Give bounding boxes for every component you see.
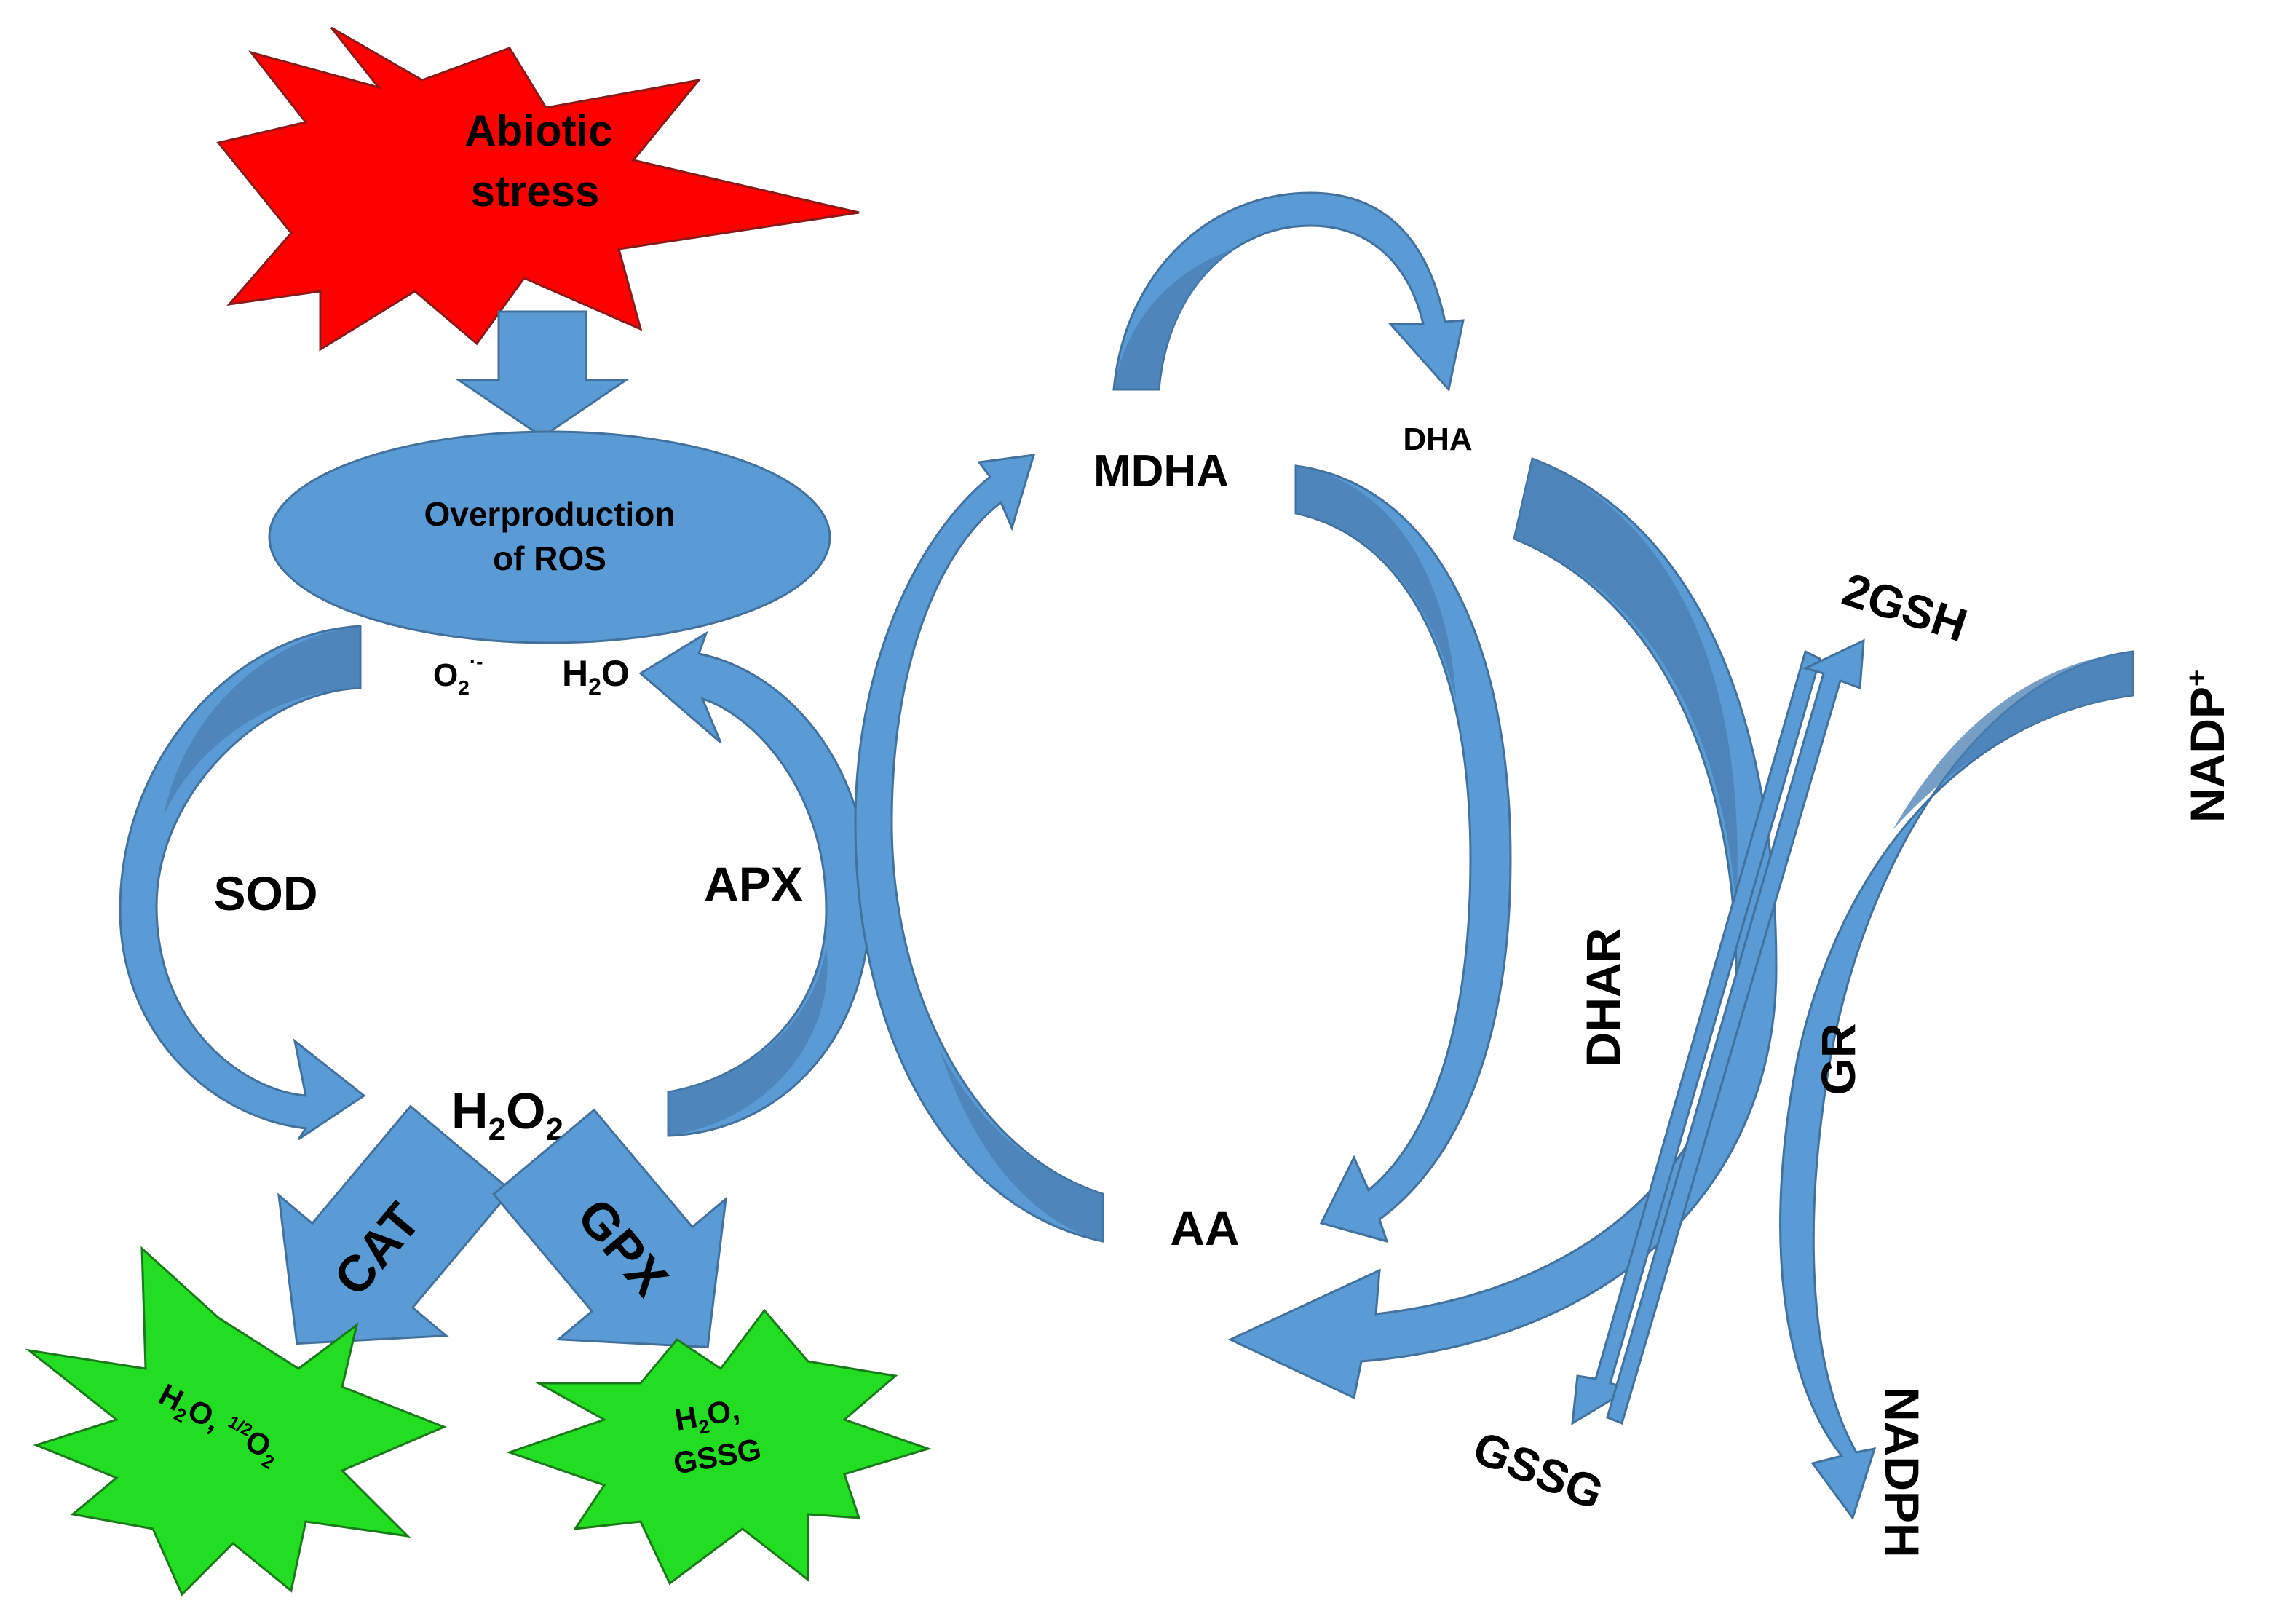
abiotic-stress-burst — [216, 26, 860, 352]
ros-ellipse — [268, 430, 831, 644]
gpx-product-burst — [506, 1308, 932, 1586]
dha-to-aa-arrow — [1227, 456, 1778, 1400]
ros-label-line1: Overproduction — [424, 495, 675, 533]
nadp-to-nadph-arrow — [1779, 650, 2134, 1521]
mdha-to-aa-arrow — [1294, 464, 1512, 1243]
ros-label-line2: of ROS — [493, 539, 606, 577]
superoxide-label: O2·- — [433, 650, 483, 699]
cat-arrow — [277, 1104, 512, 1345]
mdha-to-dha-arrow — [1112, 191, 1465, 392]
sod-label: SOD — [213, 866, 317, 920]
gssg-label: GSSG — [1466, 1421, 1610, 1520]
gsh-label: 2GSH — [1837, 563, 1974, 652]
stress-label-line2: stress — [471, 167, 600, 215]
apx-arrow-shade — [668, 946, 828, 1136]
gr-label: GR — [1811, 1024, 1865, 1096]
gpx-arrow — [492, 1108, 727, 1349]
apx-label: APX — [704, 857, 803, 911]
stress-label-line1: Abiotic — [464, 106, 612, 155]
dhar-label: DHAR — [1576, 928, 1630, 1067]
aa-label: AA — [1170, 1201, 1239, 1255]
mdha-to-aa-shade — [1296, 466, 1456, 699]
sod-arrow-shade — [164, 626, 360, 815]
aa-to-mdha-shade — [939, 1048, 1103, 1241]
cat-product-burst — [25, 1246, 447, 1597]
gpx-product-line1: H2O, — [672, 1392, 743, 1442]
h2o2-label: H2O2 — [451, 1083, 563, 1147]
water-label: H2O — [562, 653, 630, 700]
mdha-to-dha-shade — [1114, 248, 1238, 389]
sod-arrow — [119, 625, 366, 1141]
nadph-label: NADPH — [1875, 1387, 1929, 1558]
stress-to-ros-arrow — [455, 310, 630, 438]
nadp-label: NADP+ — [2180, 670, 2234, 823]
dha-to-aa-shade — [1514, 459, 1738, 910]
nadp-to-nadph-shade — [1893, 652, 2133, 830]
gsh-to-gssg-arrow — [1571, 649, 1821, 1425]
mdha-label: MDHA — [1093, 446, 1229, 497]
aa-to-mdha-arrow — [854, 454, 1104, 1243]
gssg-to-gsh-arrow — [1606, 638, 1865, 1425]
dha-label: DHA — [1403, 422, 1472, 457]
